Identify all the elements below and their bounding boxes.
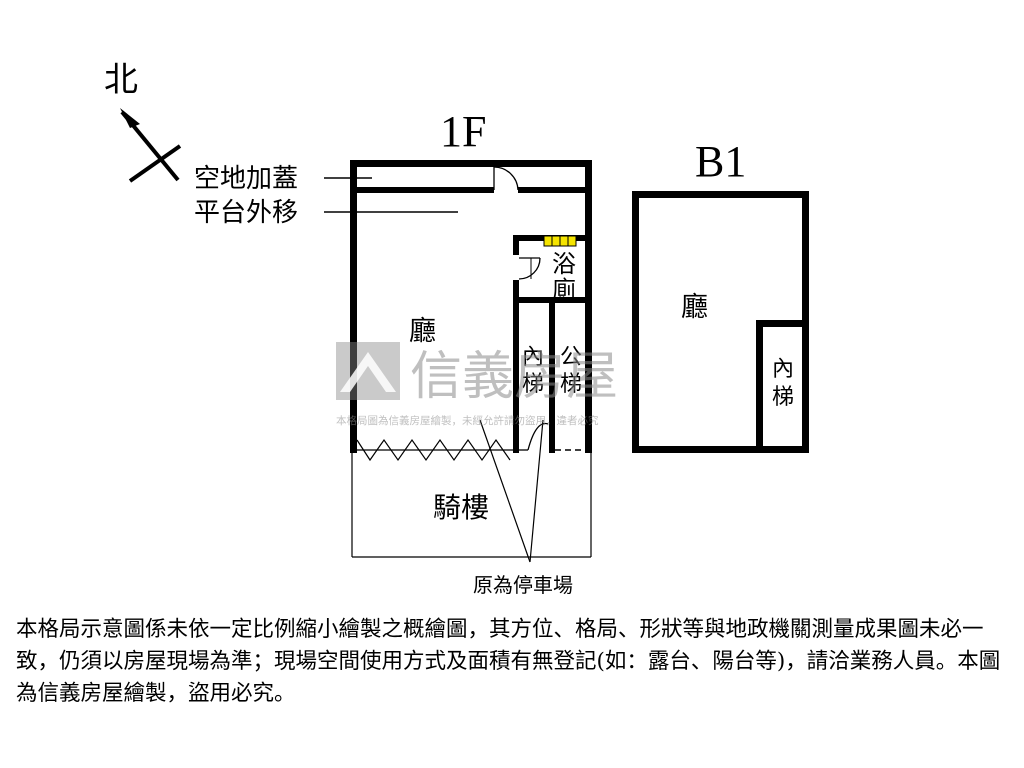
arcade-boundary: [351, 453, 592, 558]
room-label-b1-inner-stair-2: 梯: [772, 385, 794, 410]
wall: [632, 191, 639, 453]
compass-north-label: 北: [104, 60, 138, 100]
floor-b1-title: B1: [695, 137, 746, 186]
wall: [350, 160, 592, 167]
room-label-1f-hall: 廳: [409, 316, 436, 347]
room-label-1f-arcade: 騎樓: [433, 491, 489, 524]
annotation-platform-moved-out: 平台外移: [194, 198, 298, 228]
room-label-b1-inner-stair-1: 內: [772, 357, 794, 382]
floor-1f-title: 1F: [440, 107, 486, 156]
bath-fixture: [543, 235, 577, 247]
floor-1f-plan: [350, 160, 592, 453]
floor-b1-plan: [632, 191, 809, 453]
wall: [756, 320, 763, 453]
note-leader-line: [529, 419, 544, 563]
door-swing: [518, 257, 541, 280]
room-label-1f-toilet: 廁: [552, 276, 576, 304]
watermark-brand-name: 信義房屋: [410, 347, 618, 407]
wall: [585, 160, 592, 453]
note-originally-parking: 原為停車場: [473, 573, 573, 597]
door-swing: [527, 422, 549, 451]
room-label-1f-public-stair-2: 梯: [560, 372, 582, 397]
wall: [518, 187, 592, 193]
floor-1f-doors: [493, 166, 549, 451]
note-leader-line: [479, 419, 531, 563]
wall: [756, 320, 809, 327]
disclaimer-text: 本格局示意圖係未依一定比例縮小繪製之概繪圖，其方位、格局、形狀等與地政機關測量成…: [16, 617, 1001, 706]
room-label-1f-inner-stair-1: 內: [522, 345, 544, 370]
wall: [632, 191, 809, 198]
wall: [350, 187, 494, 193]
brand-logo: [336, 342, 400, 400]
room-label-1f-public-stair-1: 公: [560, 345, 582, 370]
compass-arrow-head: [120, 108, 140, 128]
watermark: 信義房屋 本格局圖為信義房屋繪製，未經允許請勿盜用，違者必究: [336, 342, 618, 427]
watermark-caption: 本格局圖為信義房屋繪製，未經允許請勿盜用，違者必究: [336, 414, 599, 427]
wall: [513, 235, 519, 255]
wall: [513, 297, 519, 453]
door-swing: [493, 166, 519, 191]
compass-cross-bar: [128, 144, 182, 183]
annotation-vacant-land-extension: 空地加蓋: [194, 164, 298, 194]
compass: 北: [104, 60, 182, 183]
wall: [632, 446, 809, 453]
brand-logo-mark: [340, 352, 396, 392]
wall: [513, 280, 519, 300]
wall: [350, 160, 357, 453]
room-label-1f-inner-stair-2: 梯: [522, 372, 544, 397]
room-label-1f-bath: 浴: [552, 250, 576, 278]
room-label-b1-hall: 廳: [681, 292, 708, 323]
wall: [549, 297, 555, 453]
